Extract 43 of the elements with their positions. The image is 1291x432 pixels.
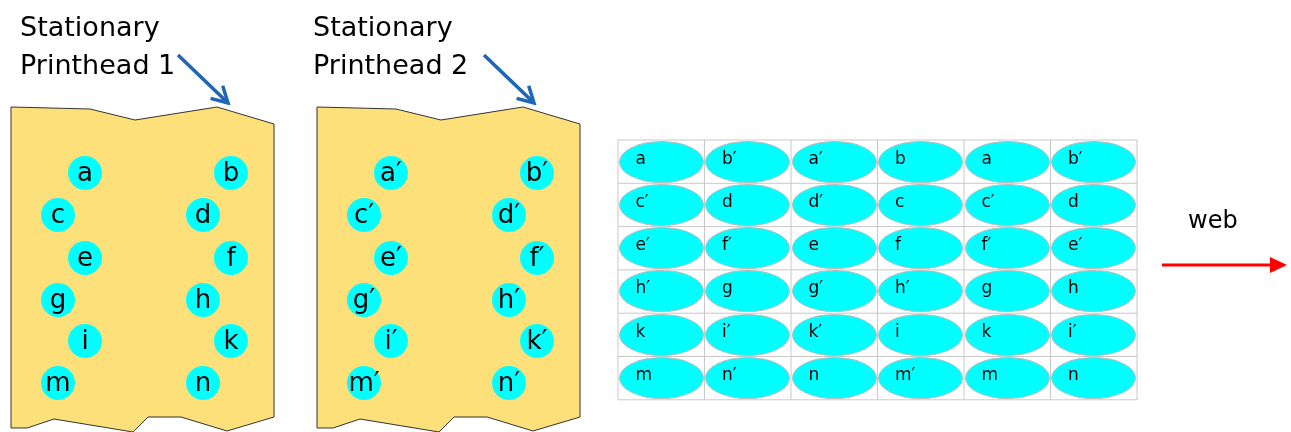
ink-drop-circle: a (964, 140, 1050, 183)
ink-drop-circle: m′ (878, 357, 963, 399)
ink-drop-circle: b (878, 140, 963, 183)
ink-drop-circle: g (705, 270, 790, 313)
ink-drop-circle: b′ (1051, 140, 1136, 183)
ink-drop-circle: f (878, 227, 963, 270)
arrow (482, 53, 536, 105)
printhead-body (317, 107, 580, 432)
ink-drop-circle: f′ (964, 227, 1050, 270)
ink-drop-circle: h (1051, 270, 1136, 313)
printhead-label: Stationary Printhead 1 (20, 8, 200, 84)
ink-drop-circle: m (964, 357, 1050, 399)
ink-drop-circle: e′ (1051, 227, 1136, 270)
ink-drop-circle: d (1051, 183, 1136, 226)
ink-drop-circle: k (964, 313, 1050, 356)
ink-drop-circle: e′ (618, 227, 704, 270)
ink-drop-circle: e (791, 227, 877, 270)
ink-drop-circle: d (705, 183, 790, 226)
ink-drop-circle: n (1051, 357, 1136, 399)
ink-drop-circle: m (618, 357, 704, 399)
printhead-label: Stationary Printhead 2 (313, 8, 493, 84)
arrow (176, 53, 230, 105)
ink-drop-circle: i′ (1051, 313, 1136, 356)
ink-drop-circle: d′ (791, 183, 877, 226)
ink-drop-circle: n′ (705, 357, 790, 399)
ink-drop-circle: a (618, 140, 704, 183)
ink-drop-circle: c (878, 183, 963, 226)
ink-drop-circle: g (964, 270, 1050, 313)
ink-drop-circle: g′ (791, 270, 877, 313)
ink-drop-circle: a′ (791, 140, 877, 183)
direction-label: web (1188, 206, 1238, 234)
ink-drop-circle: k′ (791, 313, 877, 356)
ink-drop-circle: c′ (618, 183, 704, 226)
ink-drop-circle: c′ (964, 183, 1050, 226)
ink-drop-circle: b′ (705, 140, 790, 183)
ink-drop-circle: i (878, 313, 963, 356)
ink-drop-circle: i′ (705, 313, 790, 356)
ink-drop-circle: n (791, 357, 877, 399)
ink-drop-circle: f′ (705, 227, 790, 270)
ink-drop-circle: h′ (878, 270, 963, 313)
ink-drop-circle: h′ (618, 270, 704, 313)
printhead-body (11, 107, 274, 432)
ink-drop-circle: k (618, 313, 704, 356)
